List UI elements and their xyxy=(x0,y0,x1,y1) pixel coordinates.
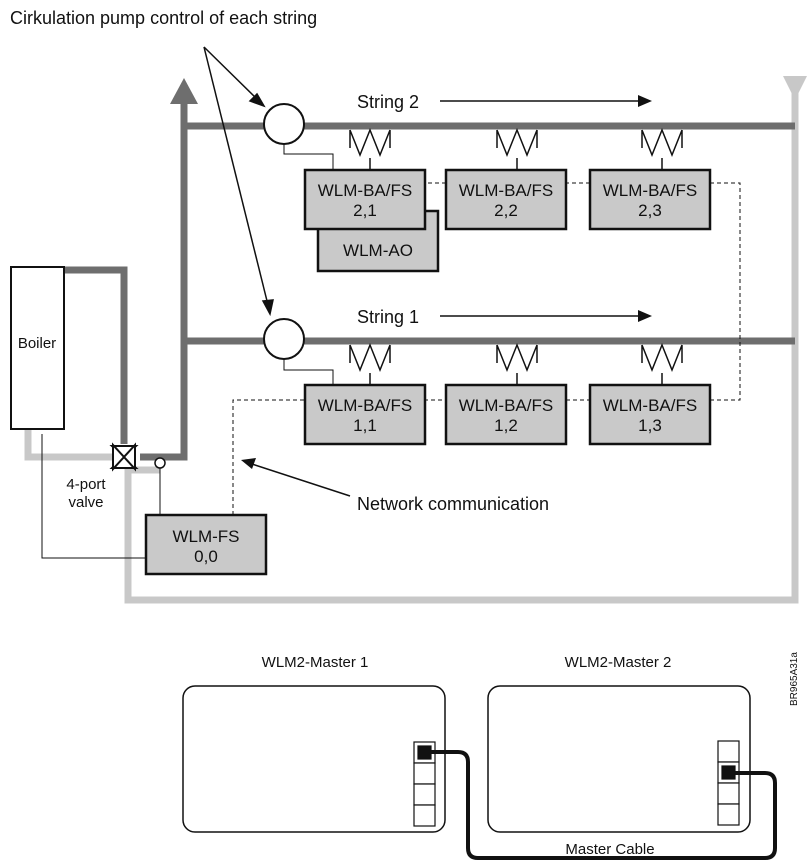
caption-pointer-arrows xyxy=(203,46,274,317)
return-flow-arrow xyxy=(783,76,807,100)
radiator-icons-string2 xyxy=(349,127,683,170)
svg-text:WLM-BA/FS: WLM-BA/FS xyxy=(603,396,697,415)
svg-text:1,2: 1,2 xyxy=(494,416,518,435)
unit-1-2: WLM-BA/FS 1,2 xyxy=(444,383,568,446)
svg-text:WLM-BA/FS: WLM-BA/FS xyxy=(459,181,553,200)
network-label: Network communication xyxy=(357,494,549,514)
pump-string1-icon xyxy=(263,318,305,360)
svg-text:WLM-BA/FS: WLM-BA/FS xyxy=(318,181,412,200)
svg-text:0,0: 0,0 xyxy=(194,547,218,566)
string1-label: String 1 xyxy=(357,307,419,327)
diagram-caption: Cirkulation pump control of each string xyxy=(10,8,317,28)
valve-label-line1: 4-port xyxy=(66,476,106,493)
master1-label: WLM2-Master 1 xyxy=(262,654,369,671)
figure-code: BR965A31a xyxy=(789,652,800,706)
svg-text:WLM-BA/FS: WLM-BA/FS xyxy=(318,396,412,415)
string1-arrowhead xyxy=(638,310,652,322)
radiator-icons-string1 xyxy=(349,342,683,385)
valve-label-line2: valve xyxy=(68,494,103,511)
four-port-valve-icon xyxy=(109,442,139,472)
svg-text:WLM-BA/FS: WLM-BA/FS xyxy=(603,181,697,200)
unit-wlm-fs: WLM-FS 0,0 xyxy=(144,513,268,576)
svg-text:2,2: 2,2 xyxy=(494,201,518,220)
network-line xyxy=(232,182,741,515)
supply-flow-arrow xyxy=(170,78,198,104)
unit-wlm-ao-label: WLM-AO xyxy=(343,241,413,260)
network-arrowhead xyxy=(241,458,256,469)
master2-unit xyxy=(487,685,751,833)
unit-1-3: WLM-BA/FS 1,3 xyxy=(588,383,712,446)
svg-text:WLM-BA/FS: WLM-BA/FS xyxy=(459,396,553,415)
unit-2-1: WLM-BA/FS 2,1 xyxy=(303,168,427,231)
string2-label: String 2 xyxy=(357,92,419,112)
master-cable-label: Master Cable xyxy=(565,841,654,858)
boiler-label: Boiler xyxy=(18,335,56,352)
master1-unit xyxy=(182,685,446,833)
string2-arrowhead xyxy=(638,95,652,107)
master1-ports xyxy=(413,741,436,827)
svg-text:WLM-FS: WLM-FS xyxy=(172,527,239,546)
svg-text:1,3: 1,3 xyxy=(638,416,662,435)
network-arrow-line xyxy=(251,463,351,497)
master-cable xyxy=(431,750,777,860)
pump-string2-icon xyxy=(263,103,305,145)
master2-label: WLM2-Master 2 xyxy=(565,654,672,671)
unit-1-1: WLM-BA/FS 1,1 xyxy=(303,383,427,446)
svg-text:1,1: 1,1 xyxy=(353,416,377,435)
control-wires xyxy=(41,137,334,559)
unit-2-2: WLM-BA/FS 2,2 xyxy=(444,168,568,231)
svg-text:2,3: 2,3 xyxy=(638,201,662,220)
return-pipe xyxy=(24,92,799,604)
temperature-sensor-icon xyxy=(154,457,166,469)
master2-ports xyxy=(717,740,740,826)
unit-2-3: WLM-BA/FS 2,3 xyxy=(588,168,712,231)
svg-text:2,1: 2,1 xyxy=(353,201,377,220)
boiler xyxy=(10,266,65,430)
